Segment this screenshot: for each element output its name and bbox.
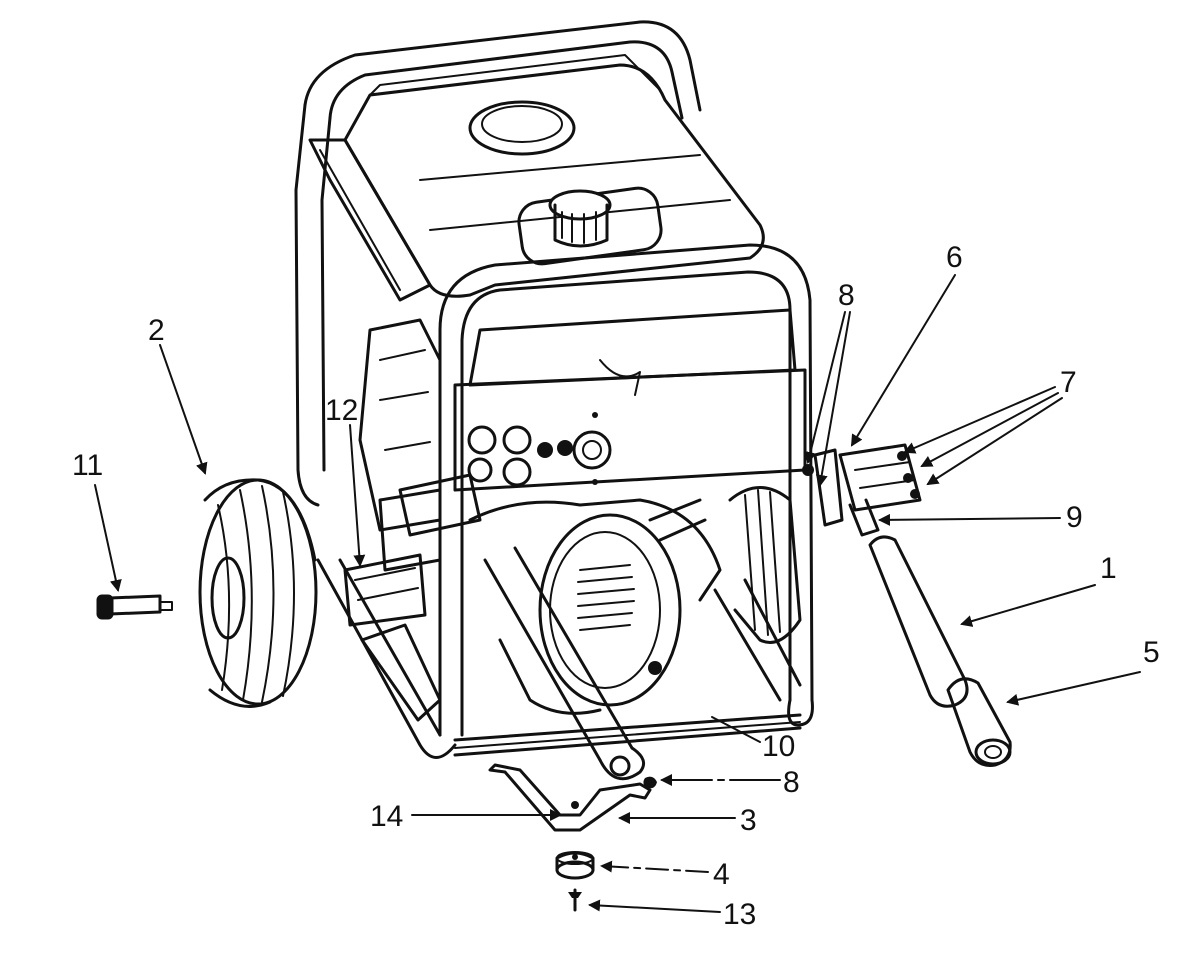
callout-9: 9 — [1066, 501, 1083, 534]
callout-12: 12 — [325, 394, 358, 427]
leader-7a — [903, 386, 1056, 454]
generator-illustration — [96, 20, 1012, 912]
callout-14: 14 — [370, 800, 403, 833]
callout-3: 3 — [740, 804, 757, 837]
handle-assembly — [802, 443, 1012, 767]
leader-1 — [960, 584, 1096, 627]
leader-6 — [850, 274, 956, 447]
callout-1: 1 — [1100, 552, 1117, 585]
control-panel — [453, 308, 807, 492]
foot-bracket — [488, 763, 657, 912]
engine — [343, 318, 442, 627]
callout-8-upper: 8 — [838, 279, 855, 312]
callout-2: 2 — [148, 314, 165, 347]
leader-7b — [920, 392, 1059, 467]
leader-2 — [159, 344, 208, 475]
leader-lines — [94, 274, 1141, 913]
right-wheel — [728, 486, 802, 644]
axle-pin — [96, 594, 173, 620]
leader-11 — [94, 484, 122, 592]
callout-7: 7 — [1060, 366, 1077, 399]
leader-10 — [711, 716, 761, 743]
callout-10: 10 — [762, 730, 795, 763]
callout-labels: 1 2 3 4 5 6 7 8 8 9 10 11 12 13 14 — [72, 241, 1160, 931]
leader-4 — [600, 860, 709, 873]
leader-7c — [926, 397, 1063, 486]
callout-8-lower: 8 — [783, 766, 800, 799]
leader-9 — [878, 513, 1061, 526]
leader-12 — [349, 424, 366, 567]
callout-11: 11 — [72, 449, 103, 482]
fuel-tank — [308, 54, 765, 302]
callout-4: 4 — [713, 858, 730, 891]
leader-13 — [588, 899, 721, 913]
left-wheel — [198, 478, 318, 708]
alternator — [468, 498, 722, 715]
callout-6: 6 — [946, 241, 963, 274]
leader-8a-2 — [815, 311, 851, 487]
callout-5: 5 — [1143, 636, 1160, 669]
front-rails — [398, 473, 802, 781]
leader-5 — [1006, 671, 1141, 706]
callout-13: 13 — [723, 898, 756, 931]
frame — [294, 20, 814, 759]
leader-8a-1 — [804, 311, 846, 464]
